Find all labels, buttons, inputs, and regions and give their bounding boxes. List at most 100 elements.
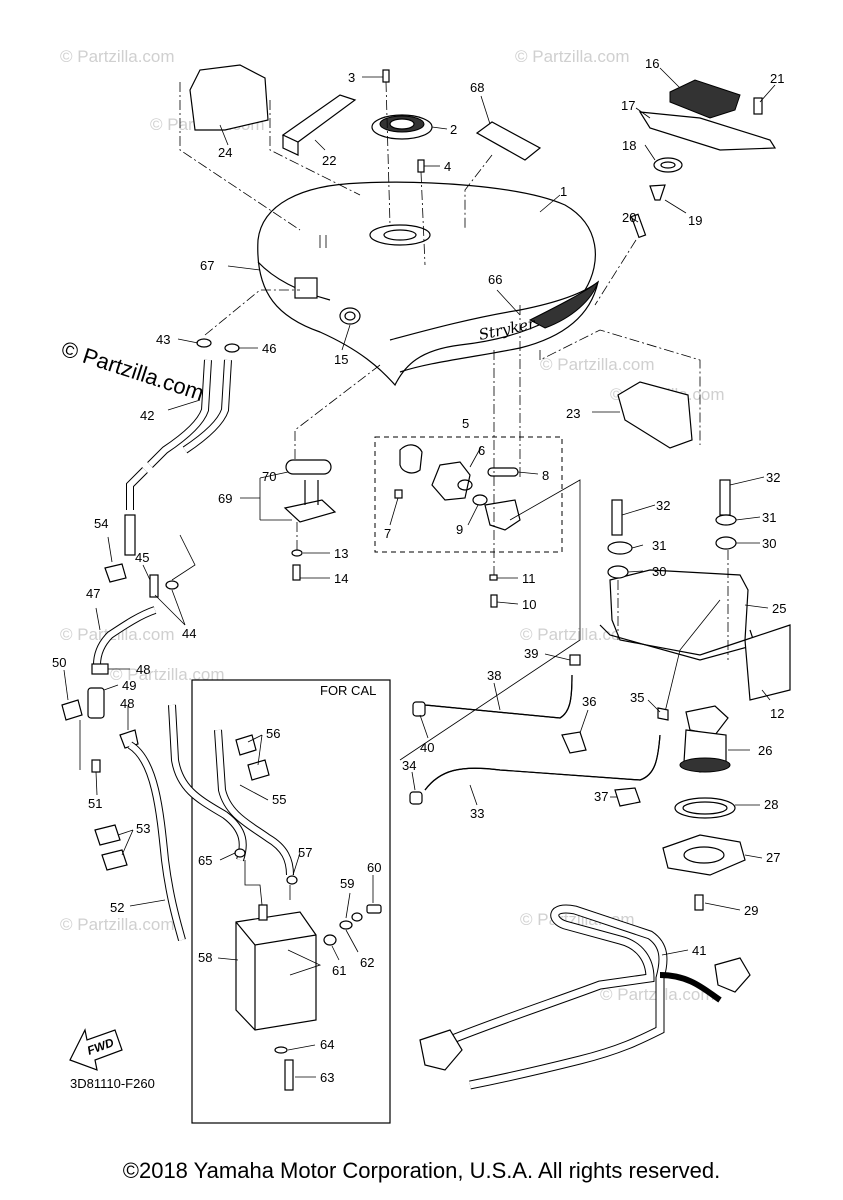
canister — [599, 479, 791, 701]
callout-67: 67 — [200, 258, 214, 273]
callout-56: 56 — [266, 726, 280, 741]
callout-14: 14 — [334, 571, 348, 586]
callout-10: 10 — [522, 597, 536, 612]
callout-44: 44 — [182, 626, 196, 641]
callout-65: 65 — [198, 853, 212, 868]
callout-24: 24 — [218, 145, 232, 160]
callout-23: 23 — [566, 406, 580, 421]
watermark: © Partzilla.com — [60, 915, 175, 934]
callout-37: 37 — [594, 789, 608, 804]
copyright-notice: ©2018 Yamaha Motor Corporation, U.S.A. A… — [122, 1158, 721, 1183]
callout-31b: 31 — [762, 510, 776, 525]
callout-41: 41 — [692, 943, 706, 958]
callout-46: 46 — [262, 341, 276, 356]
callout-35: 35 — [630, 690, 644, 705]
callout-15: 15 — [334, 352, 348, 367]
diagram-code: 3D81110-F260 — [70, 1076, 155, 1091]
tank-emblem-text: Stryker — [477, 314, 537, 344]
callout-7: 7 — [384, 526, 391, 541]
callout-64: 64 — [320, 1037, 334, 1052]
callout-45: 45 — [135, 550, 149, 565]
callout-40: 40 — [420, 740, 434, 755]
callout-32a: 32 — [656, 498, 670, 513]
callout-36: 36 — [582, 694, 596, 709]
for-cal-label: FOR CAL — [320, 683, 376, 698]
callout-6: 6 — [478, 443, 485, 458]
callout-2: 2 — [450, 122, 457, 137]
breather-hoses — [61, 289, 300, 942]
callout-60: 60 — [367, 860, 381, 875]
callout-52: 52 — [110, 900, 124, 915]
callout-28: 28 — [764, 797, 778, 812]
fuel-feed-hose — [419, 904, 751, 1090]
callout-39: 39 — [524, 646, 538, 661]
callout-8: 8 — [542, 468, 549, 483]
callout-66: 66 — [488, 272, 502, 287]
callout-55: 55 — [272, 792, 286, 807]
callout-51: 51 — [88, 796, 102, 811]
callout-4: 4 — [444, 159, 451, 174]
callout-57: 57 — [298, 845, 312, 860]
watermark: © Partzilla.com — [515, 47, 630, 66]
main-watermark: © Partzilla.com — [58, 336, 207, 406]
watermark: © Partzilla.com — [520, 625, 635, 644]
callout-58: 58 — [198, 950, 212, 965]
callout-21: 21 — [770, 71, 784, 86]
callout-50: 50 — [52, 655, 66, 670]
fuel-hoses — [409, 654, 669, 807]
callout-18: 18 — [622, 138, 636, 153]
callout-17: 17 — [621, 98, 635, 113]
callout-43: 43 — [156, 332, 170, 347]
callout-labels: 1 2 3 4 5 6 7 8 9 10 11 12 13 14 15 16 1… — [52, 56, 786, 1085]
callout-22: 22 — [322, 153, 336, 168]
watermark-layer: © Partzilla.com © Partzilla.com © Partzi… — [58, 47, 724, 1004]
callout-11: 11 — [522, 571, 536, 586]
callout-59: 59 — [340, 876, 354, 891]
watermark: © Partzilla.com — [540, 355, 655, 374]
callout-27: 27 — [766, 850, 780, 865]
fuel-cap — [371, 69, 433, 266]
tank-stay — [283, 364, 381, 581]
callout-13: 13 — [334, 546, 348, 561]
callout-3: 3 — [348, 70, 355, 85]
rear-bracket — [594, 79, 777, 306]
callout-49: 49 — [122, 678, 136, 693]
callout-53: 53 — [136, 821, 150, 836]
watermark: © Partzilla.com — [110, 665, 225, 684]
callout-48b: 48 — [120, 696, 134, 711]
callout-68: 68 — [470, 80, 484, 95]
callout-70: 70 — [262, 469, 276, 484]
callout-31a: 31 — [652, 538, 666, 553]
callout-30b: 30 — [762, 536, 776, 551]
callout-29: 29 — [744, 903, 758, 918]
pads — [179, 64, 701, 449]
callout-16: 16 — [645, 56, 659, 71]
callout-26: 26 — [758, 743, 772, 758]
callout-62: 62 — [360, 955, 374, 970]
callout-34: 34 — [402, 758, 416, 773]
callout-12: 12 — [770, 706, 784, 721]
callout-69: 69 — [218, 491, 232, 506]
callout-19: 19 — [688, 213, 702, 228]
fuel-pump — [662, 599, 746, 911]
fuel-cock-group — [374, 305, 581, 761]
callout-63: 63 — [320, 1070, 334, 1085]
callout-5: 5 — [462, 416, 469, 431]
callout-25: 25 — [772, 601, 786, 616]
callout-48a: 48 — [136, 662, 150, 677]
callout-54: 54 — [94, 516, 108, 531]
callout-1: 1 — [560, 184, 567, 199]
callout-42: 42 — [140, 408, 154, 423]
leader-lines — [63, 67, 776, 1078]
callout-20: 20 — [622, 210, 636, 225]
callout-38: 38 — [487, 668, 501, 683]
fwd-arrow: FWD — [69, 1028, 123, 1071]
callout-47: 47 — [86, 586, 100, 601]
callout-9: 9 — [456, 522, 463, 537]
callout-61: 61 — [332, 963, 346, 978]
callout-33: 33 — [470, 806, 484, 821]
watermark: © Partzilla.com — [60, 47, 175, 66]
callout-30a: 30 — [652, 564, 666, 579]
for-cal-box: FOR CAL — [168, 679, 391, 1124]
